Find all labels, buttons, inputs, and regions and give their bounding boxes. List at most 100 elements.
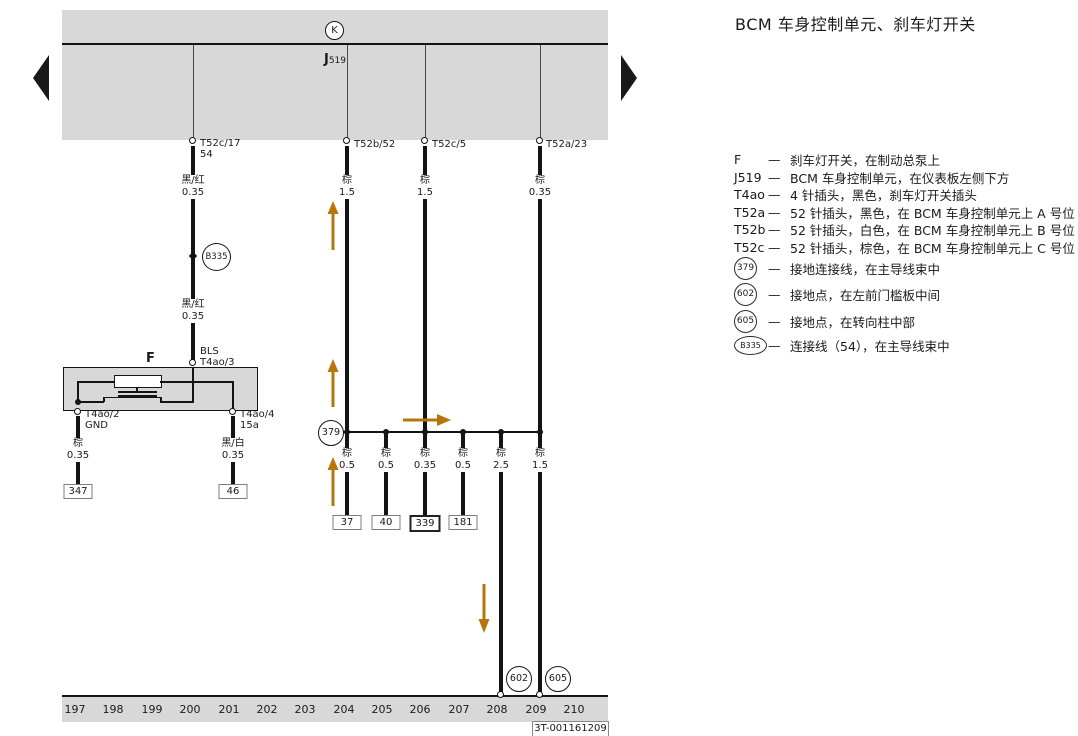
track-number: 198 bbox=[102, 703, 124, 716]
legend-symbol: 605 bbox=[734, 310, 768, 333]
wire-segment bbox=[384, 432, 388, 515]
module-designation-main: J bbox=[323, 52, 329, 67]
wire-gauge: 0.5 bbox=[339, 460, 355, 471]
legend-dash: — bbox=[768, 314, 781, 329]
connector-pin-icon bbox=[189, 137, 196, 144]
legend-symbol: F bbox=[734, 151, 742, 167]
switch-internal-line bbox=[136, 387, 138, 391]
legend-dash: — bbox=[768, 221, 781, 237]
current-flow-up-arrow-icon bbox=[326, 201, 340, 255]
switch-f-label: F bbox=[146, 351, 155, 366]
wire-gauge: 0.5 bbox=[378, 460, 394, 471]
pin-terminal-label: 54 bbox=[200, 149, 213, 160]
legend-item: 379 — 接地连接线，在主导线束中 bbox=[734, 257, 940, 280]
legend-item: T4ao — 4 针插头，黑色，刹车灯开关插头 bbox=[734, 186, 977, 203]
wire-color: 棕 bbox=[72, 438, 83, 449]
legend-description: 52 针插头，棕色，在 BCM 车身控制单元上 C 号位 bbox=[790, 240, 1075, 256]
track-number-bar bbox=[62, 697, 608, 722]
switch-internal-line bbox=[192, 367, 194, 402]
track-bar-line bbox=[62, 695, 608, 697]
wire-gauge: 0.35 bbox=[66, 450, 90, 461]
signal-label: BLS bbox=[200, 346, 219, 357]
track-reference-box: 46 bbox=[218, 484, 248, 499]
track-number: 199 bbox=[141, 703, 163, 716]
wire-color: 棕 bbox=[381, 448, 391, 459]
legend-dash: — bbox=[768, 287, 781, 302]
track-reference-box: 347 bbox=[63, 484, 93, 499]
track-number: 200 bbox=[179, 703, 201, 716]
legend-item: T52b — 52 针插头，白色，在 BCM 车身控制单元上 B 号位 bbox=[734, 221, 1075, 238]
legend-symbol: 602 bbox=[734, 283, 768, 306]
junction-dot bbox=[344, 429, 350, 435]
legend-symbol: T52b bbox=[734, 221, 766, 237]
pin-label: T52b/52 bbox=[354, 139, 396, 150]
pin-label: T4ao/4 bbox=[240, 409, 275, 420]
pin-label: T52c/17 bbox=[200, 138, 241, 149]
prev-page-arrow-icon[interactable] bbox=[33, 55, 49, 101]
track-reference-box: 40 bbox=[371, 515, 401, 530]
band-divider-line bbox=[347, 45, 348, 140]
wire-color: 棕 bbox=[496, 448, 506, 459]
wire-color: 黑/红 bbox=[181, 175, 205, 186]
track-number: 197 bbox=[64, 703, 86, 716]
track-number: 210 bbox=[563, 703, 585, 716]
junction-dot bbox=[383, 429, 389, 435]
current-flow-up-arrow-icon bbox=[326, 359, 340, 412]
wire-gauge: 1.5 bbox=[339, 187, 355, 198]
next-page-arrow-icon[interactable] bbox=[621, 55, 637, 101]
connector-pin-icon bbox=[74, 408, 81, 415]
band-divider-line bbox=[540, 45, 541, 140]
track-number: 205 bbox=[371, 703, 393, 716]
brake-light-switch-box bbox=[63, 367, 258, 411]
wire-segment bbox=[423, 146, 427, 432]
module-designation: J519 bbox=[314, 48, 346, 67]
wire-gauge: 1.5 bbox=[532, 460, 548, 471]
junction-dot bbox=[498, 429, 504, 435]
legend-description: 52 针插头，黑色，在 BCM 车身控制单元上 A 号位 bbox=[790, 205, 1075, 221]
wire-segment bbox=[423, 432, 427, 515]
ground-point-602-symbol: 602 bbox=[506, 666, 532, 692]
legend-symbol: T52c bbox=[734, 239, 765, 255]
band-divider-line bbox=[425, 45, 426, 140]
track-number: 203 bbox=[294, 703, 316, 716]
ground-terminal-icon bbox=[536, 691, 543, 698]
switch-internal-line bbox=[78, 401, 104, 403]
pin-terminal-label: 15a bbox=[240, 420, 259, 431]
wire-color: 黑/红 bbox=[181, 299, 205, 310]
legend-symbol: T52a bbox=[734, 204, 766, 220]
current-flow-down-arrow-icon bbox=[477, 584, 491, 637]
wire-gauge: 0.35 bbox=[528, 187, 552, 198]
track-number: 206 bbox=[409, 703, 431, 716]
ground-point-605-symbol: 605 bbox=[545, 666, 571, 692]
switch-internal-line bbox=[77, 381, 114, 383]
wire-gauge: 0.35 bbox=[181, 311, 205, 322]
switch-internal-line bbox=[160, 381, 233, 383]
splice-b335-symbol: B335 bbox=[202, 243, 231, 271]
junction-dot bbox=[537, 429, 543, 435]
legend-item: T52c — 52 针插头，棕色，在 BCM 车身控制单元上 C 号位 bbox=[734, 239, 1075, 256]
wire-color: 棕 bbox=[419, 448, 430, 459]
wire-segment bbox=[499, 432, 503, 694]
track-reference-box: 339 bbox=[409, 515, 441, 532]
track-number: 209 bbox=[525, 703, 547, 716]
wire-color: 棕 bbox=[420, 175, 430, 186]
switch-internal-line bbox=[103, 396, 161, 398]
wire-segment bbox=[461, 432, 465, 515]
ground-connector-symbol: 379 bbox=[734, 257, 757, 280]
track-reference-box: 181 bbox=[448, 515, 478, 530]
legend-description: 接地连接线，在主导线束中 bbox=[790, 262, 941, 277]
wire-gauge: 1.5 bbox=[417, 187, 433, 198]
connector-pin-icon bbox=[343, 137, 350, 144]
ground-bus-line bbox=[342, 431, 540, 433]
legend-description: 刹车灯开关，在制动总泵上 bbox=[790, 152, 941, 168]
